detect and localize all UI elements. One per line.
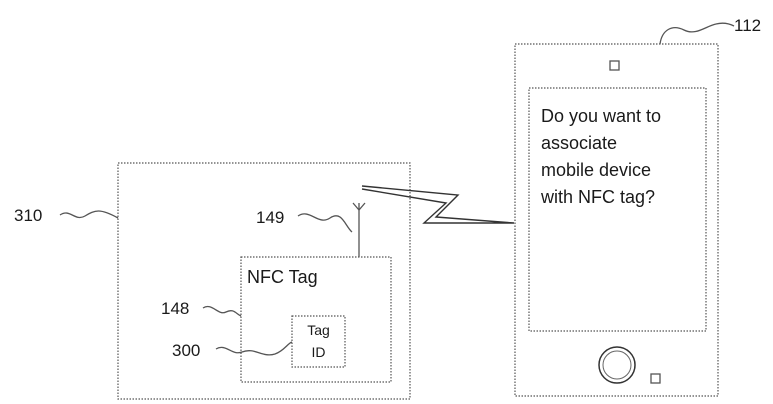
antenna-leader-line (297, 213, 353, 233)
phone-body (514, 43, 719, 397)
tag-id-leader-line (215, 341, 293, 356)
antenna-fork-icon (352, 202, 366, 211)
nfc-tag-title: NFC Tag (247, 267, 318, 287)
antenna-ref-label: 149 (256, 208, 284, 227)
phone-leader-line (659, 22, 735, 45)
prompt-line-4: with NFC tag? (540, 187, 655, 207)
reader-leader-line (59, 210, 119, 219)
phone-ref-label: 112 (734, 16, 761, 35)
tag-box-ref-label: 148 (161, 299, 189, 318)
tag-box-leader-line (202, 305, 242, 317)
phone-home-button-inner (602, 350, 632, 380)
phone-screen-prompt: Do you want to associate mobile device w… (540, 106, 666, 207)
prompt-line-3: mobile device (541, 160, 651, 180)
prompt-line-2: associate (541, 133, 617, 153)
prompt-line-1: Do you want to (541, 106, 661, 126)
tag-id-line1: Tag (307, 322, 330, 338)
phone-camera-icon (609, 60, 620, 71)
reader-ref-label: 310 (14, 206, 42, 225)
tag-id-line2: ID (312, 344, 326, 360)
tag-id-box (291, 315, 346, 368)
tag-id-ref-label: 300 (172, 341, 200, 360)
wireless-link-icon (361, 185, 515, 224)
phone-home-button-icon (598, 346, 636, 384)
nfc-tag-box (240, 256, 392, 383)
phone-small-square-icon (650, 373, 661, 384)
phone-screen (528, 87, 707, 332)
